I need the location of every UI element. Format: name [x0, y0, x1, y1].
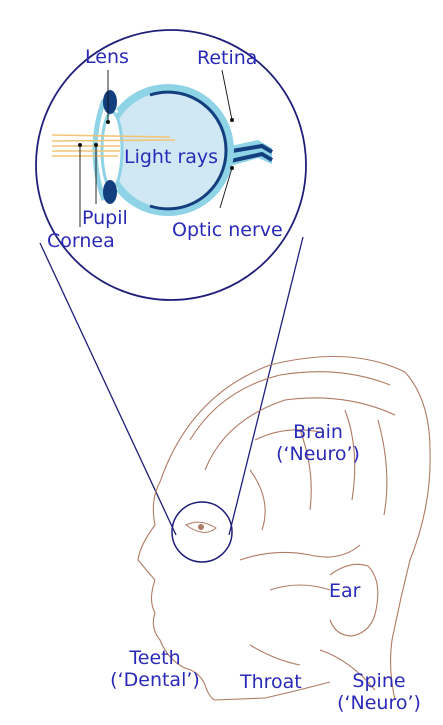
label-light-rays: Light rays [124, 146, 218, 168]
label-ear: Ear [329, 580, 360, 602]
label-teeth-name: Teeth [100, 647, 210, 669]
label-teeth: Teeth (‘Dental’) [100, 647, 210, 691]
label-brain-name: Brain [268, 421, 368, 443]
label-teeth-note: (‘Dental’) [100, 669, 210, 691]
label-brain: Brain (‘Neuro’) [268, 421, 368, 465]
label-spine: Spine (‘Neuro’) [329, 670, 429, 714]
label-cornea: Cornea [47, 230, 115, 252]
label-lens: Lens [85, 46, 129, 68]
label-brain-note: (‘Neuro’) [268, 443, 368, 465]
label-throat: Throat [240, 671, 302, 693]
label-retina: Retina [197, 47, 257, 69]
label-spine-name: Spine [329, 670, 429, 692]
label-pupil: Pupil [82, 207, 128, 229]
label-spine-note: (‘Neuro’) [329, 692, 429, 714]
label-optic-nerve: Optic nerve [172, 219, 283, 241]
